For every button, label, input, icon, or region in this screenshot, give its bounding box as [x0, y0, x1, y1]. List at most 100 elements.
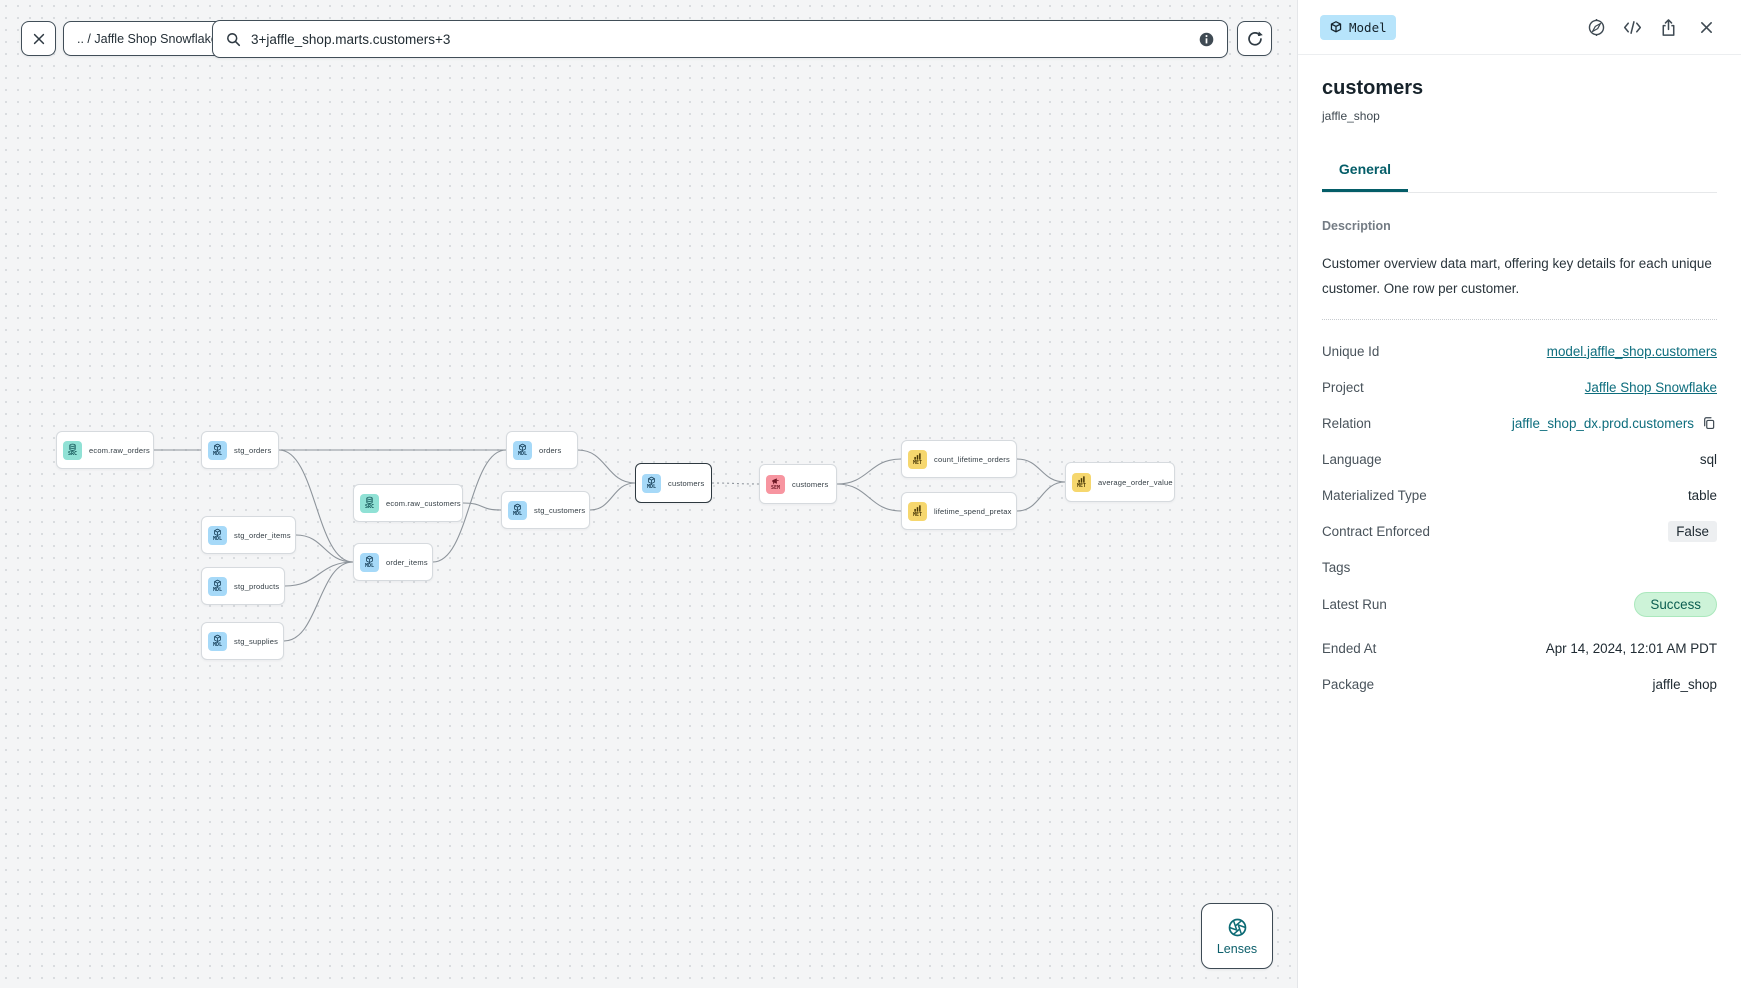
lineage-node-stg_customers[interactable]: MDL stg_customers — [501, 491, 590, 529]
search-input[interactable] — [251, 31, 1189, 47]
detail-label: Materialized Type — [1322, 487, 1427, 503]
detail-value: Apr 14, 2024, 12:01 AM PDT — [1545, 640, 1717, 656]
lineage-node-ecom_raw_orders[interactable]: SRC ecom.raw_orders — [56, 431, 154, 469]
detail-row: Latest Run Success — [1322, 592, 1717, 617]
mdl-type-icon: MDL — [208, 576, 227, 596]
status-badge: Success — [1634, 592, 1717, 617]
lineage-node-stg_products[interactable]: MDL stg_products — [201, 567, 285, 605]
detail-value: sql — [1699, 451, 1717, 467]
detail-label: Contract Enforced — [1322, 523, 1430, 539]
lens-aperture-icon — [1227, 917, 1248, 938]
node-label: average_order_value — [1098, 477, 1173, 487]
view-code-icon[interactable] — [1623, 18, 1642, 37]
lineage-node-customers_mdl[interactable]: MDL customers — [635, 463, 712, 503]
node-label: stg_order_items — [234, 530, 291, 540]
contract-badge: False — [1668, 520, 1717, 542]
lineage-node-orders[interactable]: MDL orders — [506, 431, 578, 469]
page-title: customers — [1322, 77, 1424, 99]
refresh-button[interactable] — [1237, 21, 1272, 56]
relation-value: jaffle_shop_dx.prod.customers — [1511, 415, 1694, 431]
lenses-label: Lenses — [1216, 941, 1258, 956]
close-lineage-button[interactable] — [21, 21, 56, 56]
detail-label: Tags — [1322, 559, 1351, 575]
lineage-node-stg_supplies[interactable]: MDL stg_supplies — [201, 622, 284, 660]
tab-general[interactable]: General — [1322, 151, 1408, 192]
mdl-type-icon: MDL — [208, 631, 227, 651]
lineage-node-lifetime_spend_pretax[interactable]: MET lifetime_spend_pretax — [901, 492, 1017, 530]
node-label: count_lifetime_orders — [934, 454, 1010, 464]
panel-tabs: General — [1322, 151, 1717, 193]
detail-value: jaffle_shop — [1652, 676, 1717, 692]
detail-label: Project — [1322, 379, 1364, 395]
lenses-button[interactable]: Lenses — [1201, 903, 1273, 969]
node-label: orders — [539, 445, 562, 455]
detail-label: Latest Run — [1322, 597, 1387, 612]
node-label: ecom.raw_customers — [386, 498, 461, 508]
resource-type-badge: Model — [1320, 14, 1396, 40]
node-label: lifetime_spend_pretax — [934, 506, 1012, 516]
lineage-node-ecom_raw_customers[interactable]: SRC ecom.raw_customers — [353, 484, 463, 522]
detail-row: Materialized Type table — [1322, 484, 1717, 506]
node-label: stg_products — [234, 581, 280, 591]
copy-button[interactable] — [1701, 415, 1717, 431]
detail-value: table — [1687, 487, 1717, 503]
refresh-icon — [1246, 30, 1264, 48]
src-type-icon: SRC — [63, 440, 82, 460]
description-text: Customer overview data mart, offering ke… — [1322, 256, 1712, 296]
info-icon[interactable] — [1198, 31, 1215, 48]
lineage-node-stg_order_items[interactable]: MDL stg_order_items — [201, 516, 296, 554]
node-label: stg_orders — [234, 445, 272, 455]
mdl-type-icon: MDL — [642, 473, 661, 493]
share-icon[interactable] — [1659, 18, 1678, 37]
detail-label: Language — [1322, 451, 1382, 467]
copy-icon — [1701, 415, 1717, 431]
src-type-icon: SRC — [360, 493, 379, 513]
breadcrumb[interactable]: .. / Jaffle Shop Snowflake — [63, 21, 232, 56]
detail-row: Package jaffle_shop — [1322, 673, 1717, 695]
node-label: customers — [668, 478, 705, 488]
met-type-icon: MET — [908, 449, 927, 469]
node-label: stg_customers — [534, 505, 586, 515]
detail-link[interactable]: Jaffle Shop Snowflake — [1584, 379, 1717, 395]
explore-compass-icon[interactable] — [1587, 18, 1606, 37]
mdl-type-icon: MDL — [360, 552, 379, 572]
package-subtitle: jaffle_shop — [1322, 109, 1380, 123]
lineage-node-customers_sem[interactable]: SEM customers — [759, 464, 837, 504]
divider — [1322, 319, 1717, 320]
close-panel-icon[interactable] — [1698, 19, 1715, 36]
met-type-icon: MET — [908, 501, 927, 521]
lineage-node-stg_orders[interactable]: MDL stg_orders — [201, 431, 279, 469]
detail-label: Ended At — [1322, 640, 1377, 656]
model-cube-icon — [1329, 20, 1343, 34]
mdl-type-icon: MDL — [513, 440, 532, 460]
details-panel: Model customers jaffle_shop General Desc… — [1297, 0, 1741, 988]
node-label: stg_supplies — [234, 636, 279, 646]
lineage-node-order_items[interactable]: MDL order_items — [353, 543, 433, 581]
search-icon — [225, 31, 242, 48]
breadcrumb-label: .. / Jaffle Shop Snowflake — [77, 31, 218, 46]
detail-row: Language sql — [1322, 448, 1717, 470]
detail-link[interactable]: model.jaffle_shop.customers — [1546, 343, 1717, 359]
detail-label: Unique Id — [1322, 343, 1380, 359]
detail-row: Unique Id model.jaffle_shop.customers — [1322, 340, 1717, 362]
detail-label: Package — [1322, 676, 1375, 692]
description-label: Description — [1322, 219, 1391, 233]
sem-type-icon: SEM — [766, 474, 785, 494]
detail-row: Project Jaffle Shop Snowflake — [1322, 376, 1717, 398]
panel-header: Model — [1298, 0, 1741, 55]
node-label: order_items — [386, 557, 428, 567]
resource-type-label: Model — [1349, 19, 1387, 35]
mdl-type-icon: MDL — [208, 525, 227, 545]
mdl-type-icon: MDL — [508, 500, 527, 520]
detail-row: Ended At Apr 14, 2024, 12:01 AM PDT — [1322, 637, 1717, 659]
node-label: customers — [792, 479, 829, 489]
detail-row: Tags — [1322, 556, 1717, 578]
lineage-node-count_lifetime_orders[interactable]: MET count_lifetime_orders — [901, 440, 1017, 478]
node-label: ecom.raw_orders — [89, 445, 150, 455]
mdl-type-icon: MDL — [208, 440, 227, 460]
lineage-search[interactable] — [212, 20, 1228, 58]
